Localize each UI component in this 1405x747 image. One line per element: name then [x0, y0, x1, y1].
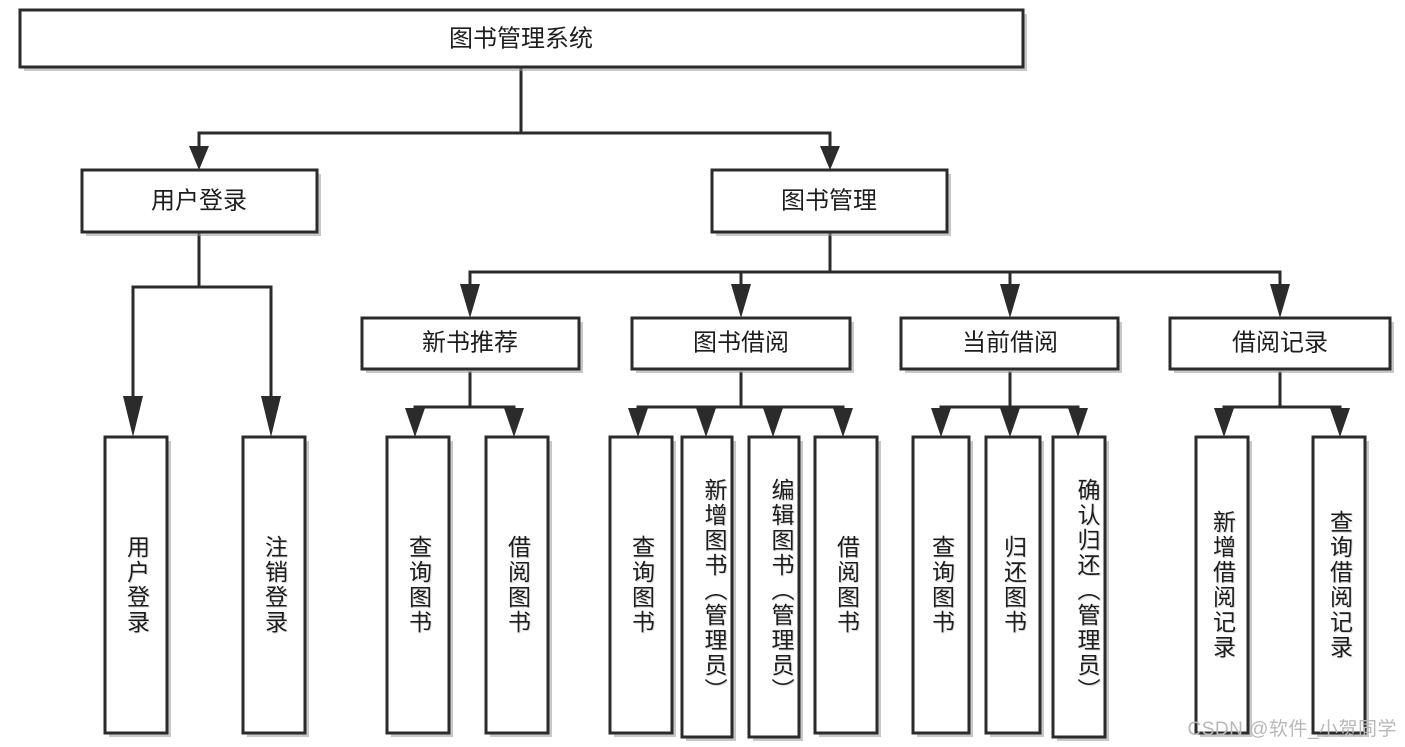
leaf-box-borrow-record-2[interactable] — [1311, 435, 1367, 735]
leaf-box-book-borrow-1[interactable] — [608, 435, 674, 735]
connector-layer — [123, 65, 1350, 437]
arrow-head-borrow-record — [1270, 284, 1290, 318]
arrow-head-book-borrow-leaf-2 — [696, 408, 716, 437]
arrow-head-current-borrow-leaf-1 — [931, 408, 951, 437]
leaf-box-new-book-2[interactable] — [484, 435, 550, 735]
leaf-box-book-borrow-4[interactable] — [813, 435, 879, 735]
arrow-head-new-book-leaf-1 — [405, 408, 425, 437]
arrow-head-user-login-leaf-2 — [261, 396, 281, 437]
arrow-head-book-borrow-leaf-1 — [628, 408, 648, 437]
leaf-box-user-login-2[interactable] — [241, 435, 307, 735]
node-label-borrow-record: 借阅记录 — [1232, 329, 1328, 356]
arrow-head-borrow-record-leaf-1 — [1214, 408, 1234, 437]
arrow-head-user-login-leaf-1 — [123, 396, 143, 437]
node-label-book-manage: 图书管理 — [781, 187, 877, 214]
node-label-root: 图书管理系统 — [449, 25, 593, 52]
arrow-head-book-manage — [820, 146, 840, 170]
node-box-borrow-record[interactable] — [1168, 316, 1392, 371]
node-box-root[interactable] — [18, 8, 1025, 69]
node-label-user-login: 用户登录 — [151, 187, 247, 214]
node-label-new-book: 新书推荐 — [422, 329, 518, 356]
leaf-box-new-book-1[interactable] — [385, 435, 451, 735]
leaf-box-current-borrow-3[interactable] — [1051, 435, 1107, 739]
node-box-user-login[interactable] — [80, 168, 319, 234]
node-box-new-book[interactable] — [360, 316, 581, 371]
arrow-head-book-borrow — [731, 284, 751, 318]
arrow-head-new-book-leaf-2 — [504, 408, 524, 437]
leaf-box-book-borrow-3[interactable] — [747, 435, 801, 739]
arrow-head-user-login — [189, 146, 209, 170]
arrow-head-book-borrow-leaf-4 — [833, 408, 853, 437]
arrow-head-current-borrow-leaf-2 — [1000, 408, 1020, 437]
arrow-head-borrow-record-leaf-2 — [1330, 408, 1350, 437]
leaf-box-current-borrow-1[interactable] — [911, 435, 971, 735]
arrow-head-current-borrow-leaf-3 — [1068, 408, 1088, 437]
arrow-head-current-borrow — [1000, 284, 1020, 318]
leaf-box-user-login-1[interactable] — [103, 435, 169, 735]
csdn-watermark: CSDN @软件_小贺同学 — [1187, 719, 1397, 740]
node-label-book-borrow: 图书借阅 — [693, 329, 789, 356]
arrow-head-book-borrow-leaf-3 — [763, 408, 783, 437]
leaf-box-current-borrow-2[interactable] — [984, 435, 1042, 735]
leaf-box-borrow-record-1[interactable] — [1194, 435, 1250, 735]
node-box-book-borrow[interactable] — [630, 316, 852, 371]
arrow-head-new-book — [460, 284, 480, 318]
node-layer: 图书管理系统 用户登录 图书管理 新书推荐 图书借阅 当前借阅 借阅记录 — [18, 8, 1394, 741]
node-label-current-borrow: 当前借阅 — [962, 329, 1058, 356]
leaf-box-book-borrow-2[interactable] — [680, 435, 734, 739]
node-box-current-borrow[interactable] — [899, 316, 1120, 371]
node-box-book-manage[interactable] — [710, 168, 949, 234]
